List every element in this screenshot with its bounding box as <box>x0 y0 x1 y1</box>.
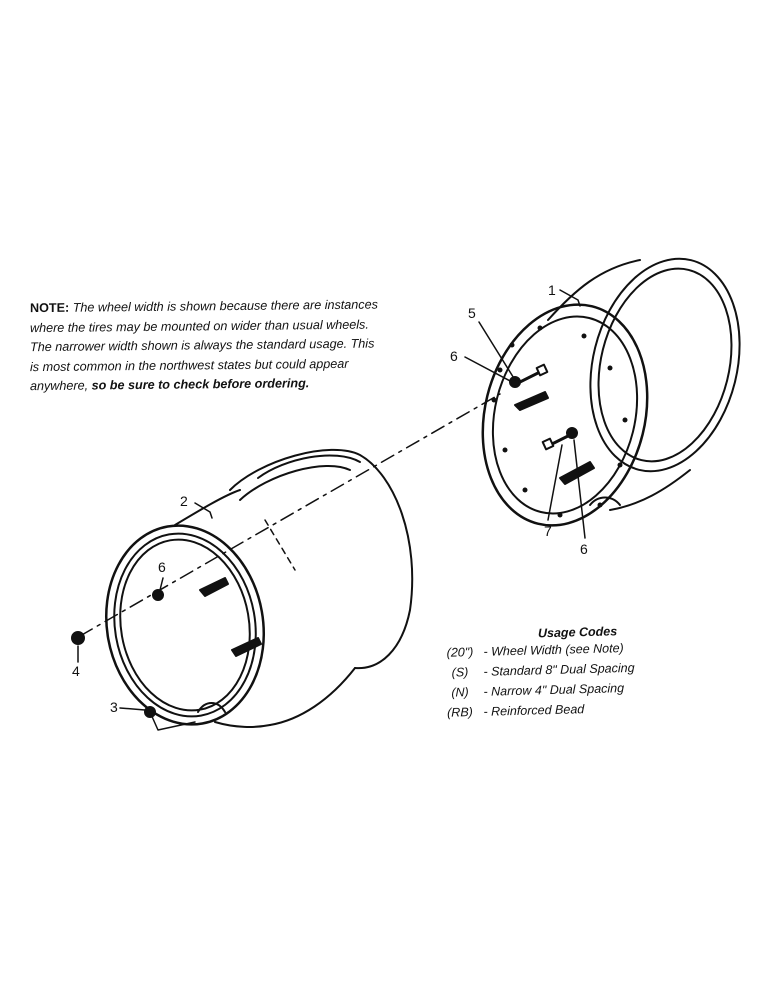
wheel-1-bolt-holes <box>491 325 628 518</box>
nut-4 <box>71 631 85 645</box>
usage-desc: - Narrow 4" Dual Spacing <box>483 681 625 699</box>
callout-6-wheel2: 6 <box>158 559 166 575</box>
wheel-2 <box>104 448 414 728</box>
callout-5: 5 <box>468 305 476 321</box>
usage-code: (S) <box>451 665 469 680</box>
callout-1: 1 <box>548 282 556 298</box>
callout-3: 3 <box>110 699 118 715</box>
note-line-5: anywhere, <box>30 378 89 394</box>
center-axis-line <box>79 393 501 637</box>
leader-lines <box>77 289 586 731</box>
usage-code: (RB) <box>447 705 473 720</box>
callout-2: 2 <box>180 493 188 509</box>
usage-desc: - Wheel Width (see Note) <box>483 641 624 659</box>
nut-6-lower <box>566 427 578 439</box>
note-label: NOTE: <box>30 300 70 316</box>
nut-6-upper <box>509 376 521 388</box>
callout-6-lower: 6 <box>580 541 588 557</box>
usage-code: (N) <box>451 685 469 700</box>
callout-7: 7 <box>544 523 552 539</box>
usage-desc: - Standard 8" Dual Spacing <box>483 660 635 679</box>
wheel-1 <box>481 257 741 527</box>
callout-4: 4 <box>72 663 80 679</box>
usage-codes: Usage Codes (20") - Wheel Width (see Not… <box>440 621 740 726</box>
note-text: NOTE: The wheel width is shown because t… <box>30 295 440 397</box>
callout-6-upper: 6 <box>450 348 458 364</box>
note-line-1: The wheel width is shown because there a… <box>72 297 378 315</box>
usage-desc: - Reinforced Bead <box>483 702 585 719</box>
usage-code: (20") <box>446 645 474 660</box>
note-emphasis: so be sure to check before ordering. <box>91 376 310 393</box>
